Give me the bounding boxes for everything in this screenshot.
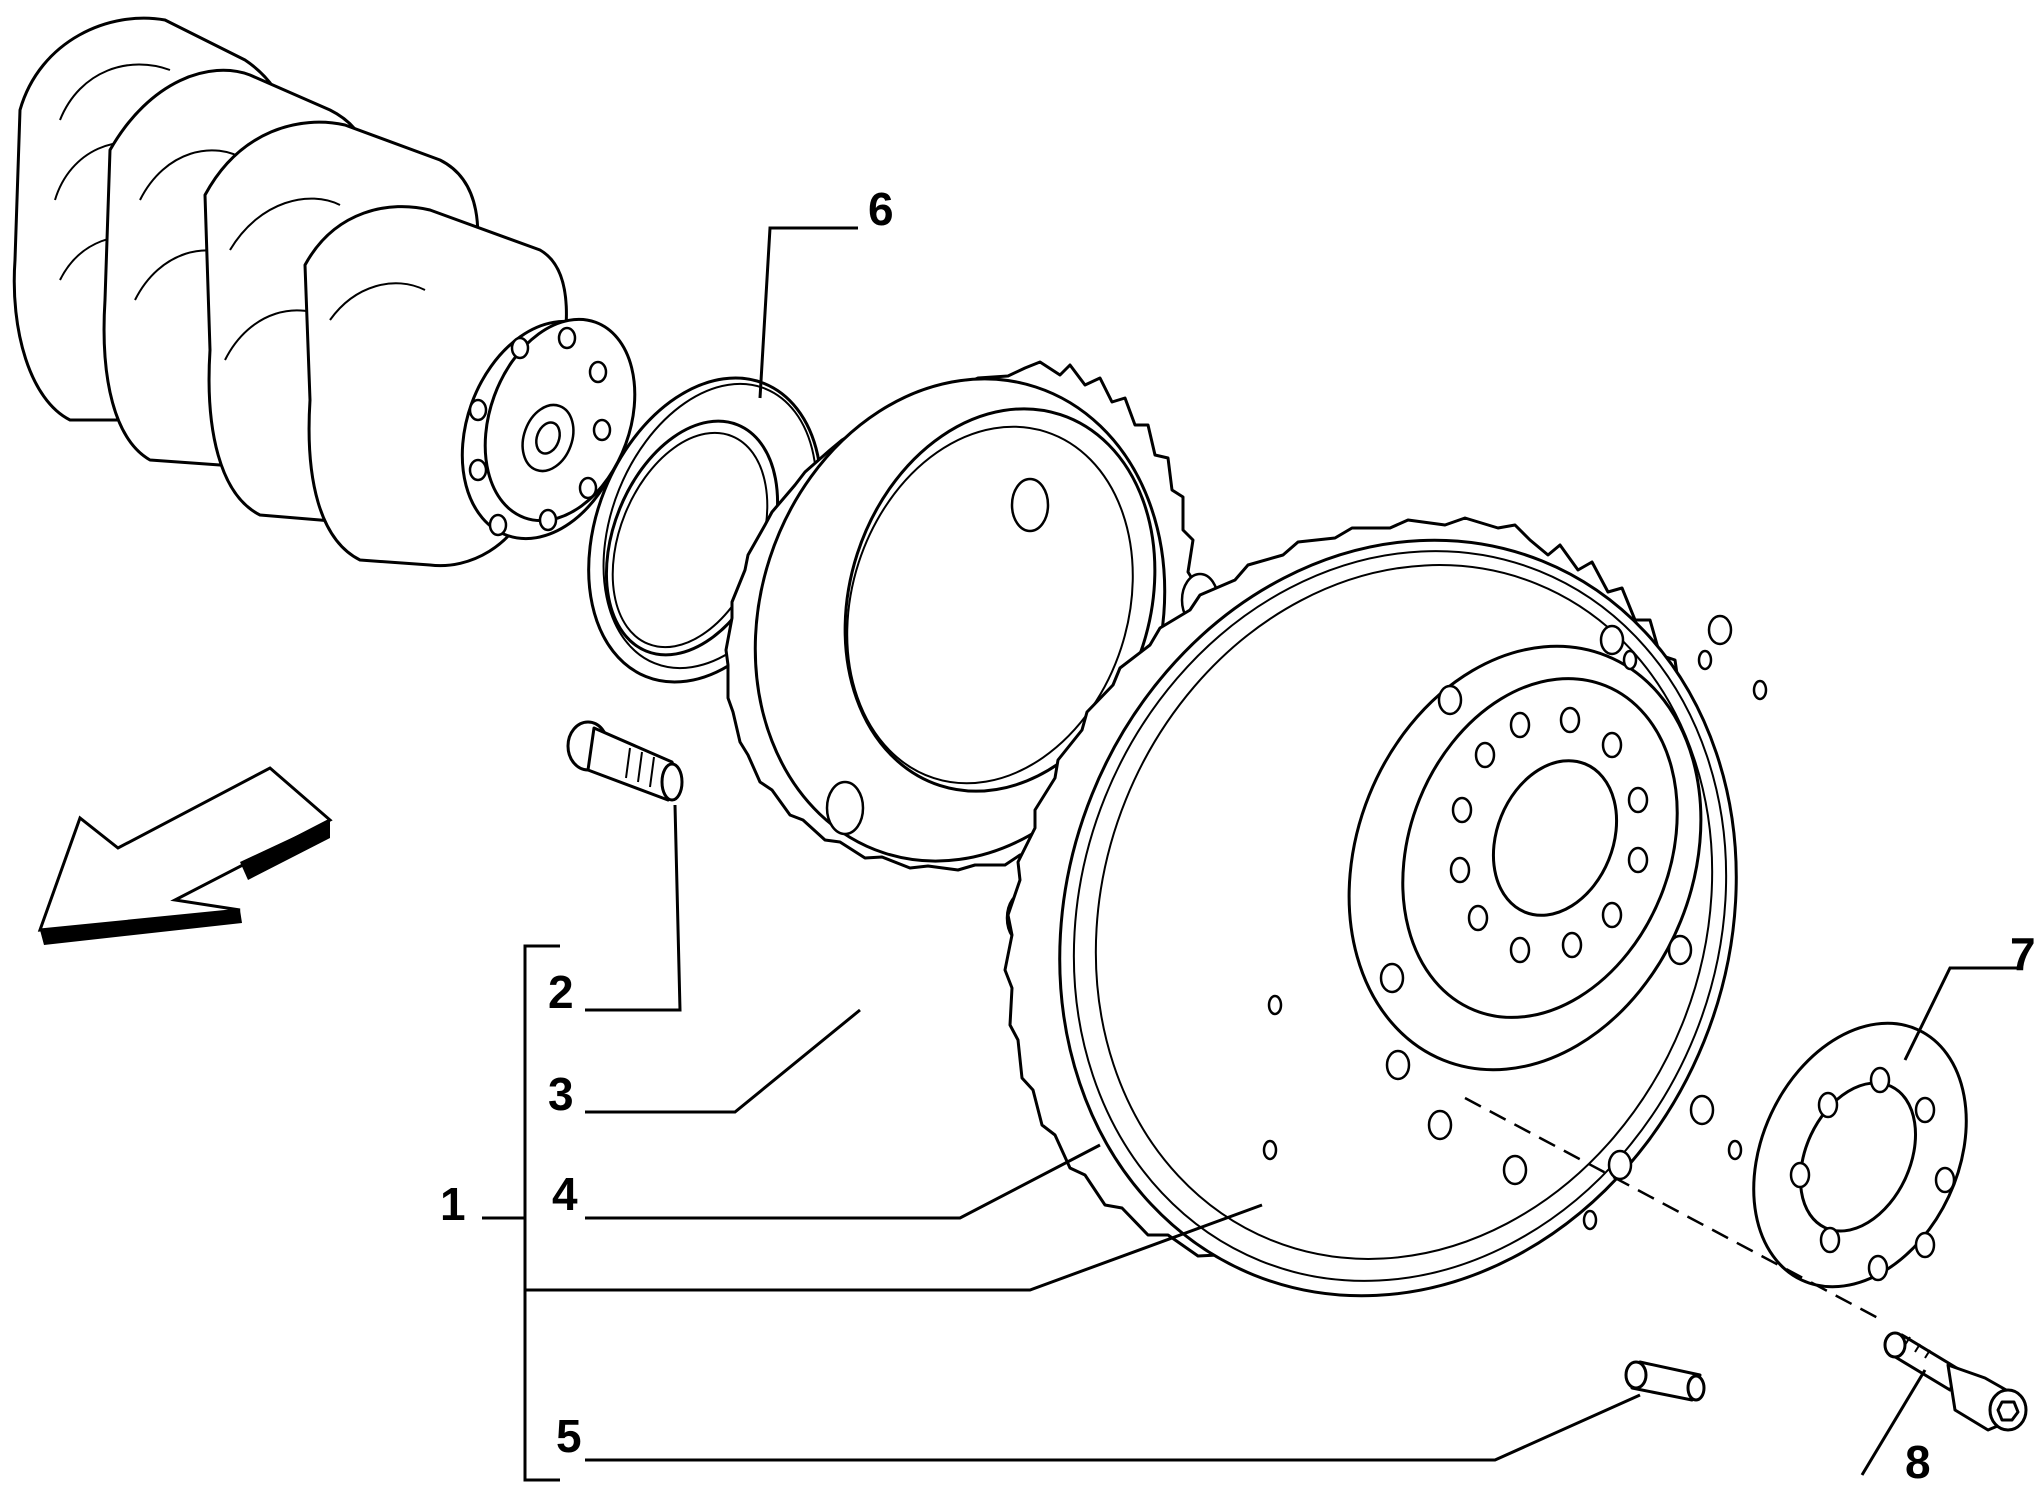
callout-4: 4 bbox=[552, 1168, 578, 1220]
callout-1: 1 bbox=[440, 1178, 466, 1230]
callout-6: 6 bbox=[868, 183, 894, 235]
callout-7: 7 bbox=[2010, 928, 2036, 980]
crankshaft bbox=[12, 16, 637, 568]
ring-gear bbox=[724, 360, 1220, 946]
callout-3: 3 bbox=[548, 1068, 574, 1120]
flywheel-bolt bbox=[1883, 1331, 2028, 1432]
stud-bolt bbox=[566, 720, 684, 802]
leader-lines bbox=[482, 226, 2022, 1482]
callout-5: 5 bbox=[556, 1410, 582, 1462]
flywheel bbox=[1003, 516, 1768, 1298]
dowel-pin bbox=[1624, 1360, 1706, 1402]
washer-plate bbox=[1752, 1021, 1968, 1289]
callout-8: 8 bbox=[1905, 1436, 1931, 1485]
callout-2: 2 bbox=[548, 966, 574, 1018]
front-direction-arrow-icon bbox=[37, 766, 333, 945]
